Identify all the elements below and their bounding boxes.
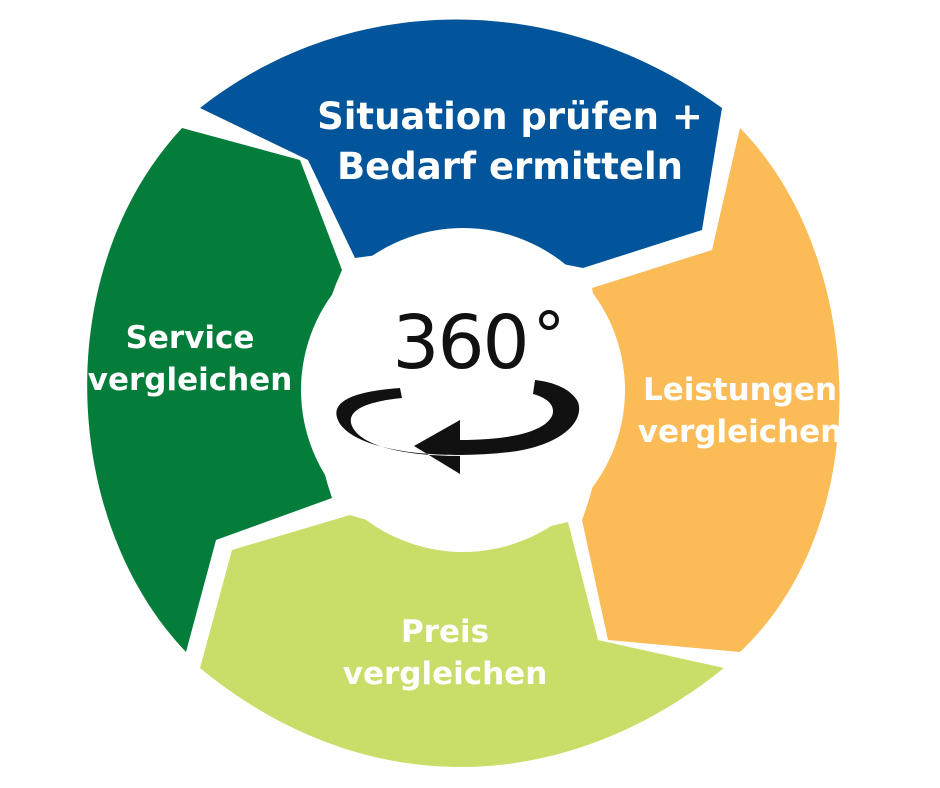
segment-bottom-line2: vergleichen — [342, 655, 548, 692]
segment-right-label: Leistungen vergleichen — [620, 370, 860, 454]
segment-right-line2: vergleichen — [637, 413, 843, 450]
segment-left — [87, 128, 343, 652]
segment-top-line1: Situation prüfen + — [317, 95, 703, 138]
center-circle — [301, 228, 625, 552]
segment-bottom-label: Preis vergleichen — [320, 612, 570, 696]
segment-right-line1: Leistungen — [642, 372, 838, 408]
segment-top-label: Situation prüfen + Bedarf ermitteln — [270, 92, 750, 192]
segment-bottom-line1: Preis — [400, 614, 490, 650]
segment-left-line1: Service — [125, 320, 255, 356]
segment-top-line2: Bedarf ermitteln — [336, 144, 684, 188]
segment-top — [200, 19, 722, 268]
center-label: 360 — [392, 300, 529, 386]
segment-left-label: Service vergleichen — [70, 318, 310, 402]
segment-right — [582, 128, 840, 652]
segment-left-line2: vergleichen — [87, 361, 293, 398]
segment-bottom — [200, 515, 724, 767]
rotate-left-arrow-icon — [336, 380, 580, 474]
degree-icon — [539, 310, 559, 330]
